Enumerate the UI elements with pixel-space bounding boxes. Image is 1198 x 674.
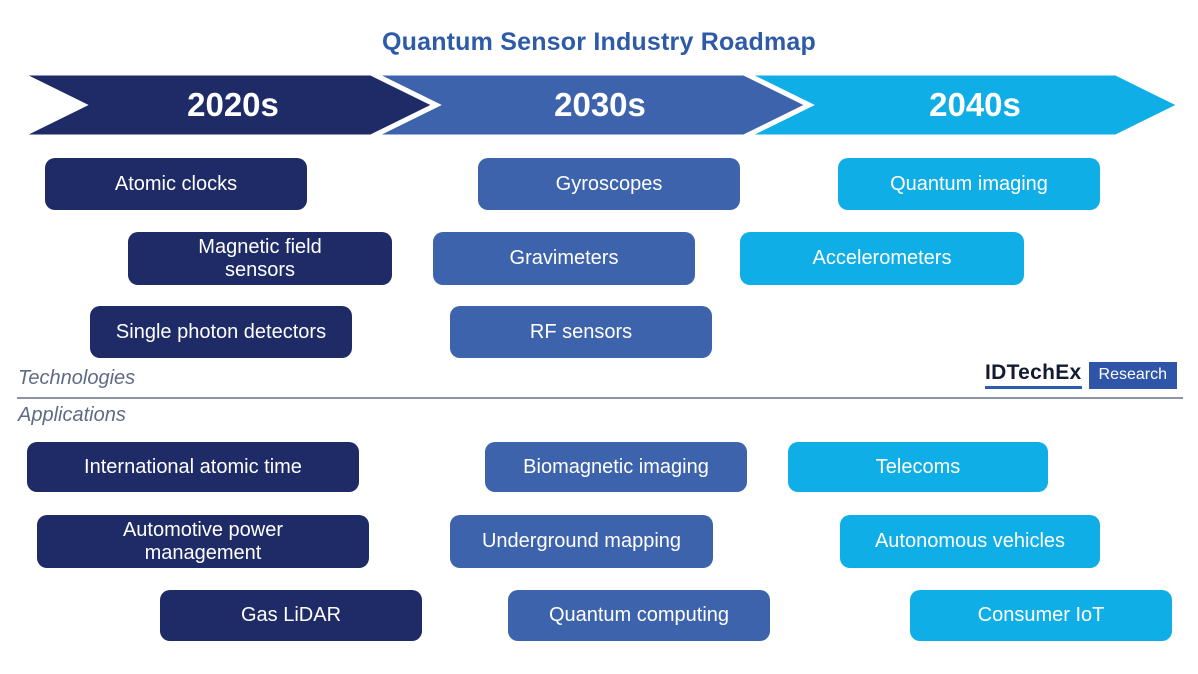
app-box-biomagnetic-imaging: Biomagnetic imaging — [485, 442, 747, 492]
tech-box-single-photon-detectors: Single photon detectors — [90, 306, 352, 358]
technologies-section-label: Technologies — [18, 367, 136, 389]
timeline-banner — [16, 72, 1187, 138]
app-box-quantum-computing: Quantum computing — [508, 590, 770, 641]
section-divider-line — [17, 397, 1183, 399]
tech-box-label: Magnetic field sensors — [198, 235, 322, 281]
decade-label-2030s: 2030s — [554, 86, 646, 123]
page-title: Quantum Sensor Industry Roadmap — [381, 28, 817, 56]
tech-box-atomic-clocks: Atomic clocks — [45, 158, 307, 210]
app-box-label: Automotive power management — [122, 518, 284, 564]
tech-box-quantum-imaging: Quantum imaging — [838, 158, 1100, 210]
tech-box-gyroscopes: Gyroscopes — [478, 158, 740, 210]
app-box-gas-lidar: Gas LiDAR — [160, 590, 422, 641]
app-box-telecoms: Telecoms — [788, 442, 1048, 492]
app-box-international-atomic-time: International atomic time — [27, 442, 359, 492]
tech-box-magnetic-field-sensors: Magnetic field sensors — [128, 232, 392, 285]
decade-arrow-2020s — [16, 72, 442, 138]
app-box-autonomous-vehicles: Autonomous vehicles — [840, 515, 1100, 568]
app-box-consumer-iot: Consumer IoT — [910, 590, 1172, 641]
app-box-underground-mapping: Underground mapping — [450, 515, 713, 568]
idtechex-wordmark: IDTechEx — [985, 361, 1082, 389]
decade-label-2020s: 2020s — [187, 86, 279, 123]
applications-section-label: Applications — [18, 404, 126, 426]
app-box-automotive-power-management: Automotive power management — [37, 515, 369, 568]
tech-box-rf-sensors: RF sensors — [450, 306, 712, 358]
tech-box-accelerometers: Accelerometers — [740, 232, 1024, 285]
idtechex-research-badge: Research — [1088, 361, 1178, 389]
idtechex-logo: IDTechEx Research — [985, 361, 1178, 389]
tech-box-gravimeters: Gravimeters — [433, 232, 695, 285]
decade-label-2040s: 2040s — [929, 86, 1021, 123]
